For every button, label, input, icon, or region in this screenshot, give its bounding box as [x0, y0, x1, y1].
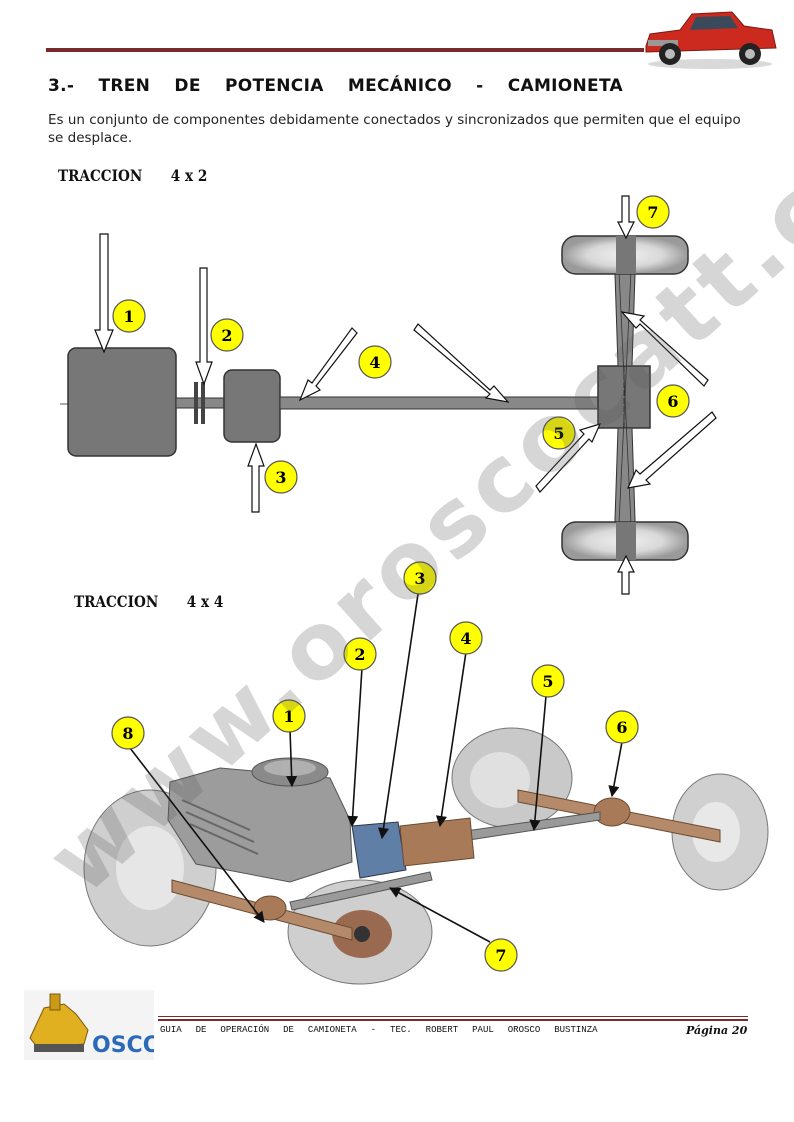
- company-logo: OSCO: [24, 990, 154, 1060]
- section-title-4x2: TRACCION 4 x 2: [58, 166, 207, 185]
- marker-4x4-2: 2: [343, 637, 377, 671]
- clutch-plate: [194, 382, 198, 424]
- truck-image: [645, 11, 777, 69]
- rear-differential: [593, 797, 631, 827]
- svg-text:OSCO: OSCO: [92, 1033, 154, 1058]
- transfer-case: [399, 817, 475, 867]
- svg-text:7: 7: [495, 946, 506, 965]
- svg-text:6: 6: [667, 392, 678, 411]
- marker-4x4-6: 6: [605, 710, 639, 744]
- footer-text: GUIA DE OPERACIÓN DE CAMIONETA - TEC. RO…: [160, 1024, 598, 1035]
- svg-text:4: 4: [460, 629, 471, 648]
- page-title: 3.- TREN DE POTENCIA MECÁNICO - CAMIONET…: [48, 76, 624, 96]
- svg-text:5: 5: [553, 424, 564, 443]
- svg-text:1: 1: [283, 707, 294, 726]
- svg-text:3: 3: [414, 569, 425, 588]
- footer-rule: [158, 1016, 748, 1017]
- section-4x2-value: 4 x 2: [170, 166, 208, 185]
- transmission-illustration: [351, 821, 407, 879]
- svg-text:3: 3: [275, 468, 286, 487]
- gearbox-block: [223, 369, 281, 443]
- diagram-4x2: [60, 195, 717, 595]
- svg-text:2: 2: [221, 326, 232, 345]
- footer-rule-2: [158, 1019, 748, 1021]
- marker-4x2-3: 3: [264, 460, 298, 494]
- section-4x4-label: TRACCION: [74, 592, 159, 611]
- svg-text:7: 7: [647, 203, 658, 222]
- marker-4x2-6: 6: [656, 384, 690, 418]
- marker-4x4-3: 3: [403, 561, 437, 595]
- engine-block: [67, 347, 177, 457]
- description-text: Es un conjunto de componentes debidament…: [48, 112, 741, 146]
- section-4x4-value: 4 x 4: [186, 592, 224, 611]
- marker-4x4-1: 1: [272, 699, 306, 733]
- svg-text:6: 6: [616, 718, 627, 737]
- driveshaft: [279, 396, 599, 410]
- diagram-4x4: [83, 593, 769, 985]
- svg-text:1: 1: [123, 307, 134, 326]
- section-title-4x4: TRACCION 4 x 4: [74, 592, 223, 611]
- marker-4x4-5: 5: [531, 664, 565, 698]
- svg-text:8: 8: [122, 724, 133, 743]
- markers: 1 2 3 4 5 6 7 1 2 3 4 5 6 7 8: [111, 195, 690, 972]
- marker-4x2-1: 1: [112, 299, 146, 333]
- marker-4x4-8: 8: [111, 716, 145, 750]
- svg-text:5: 5: [542, 672, 553, 691]
- marker-4x2-5: 5: [542, 416, 576, 450]
- svg-text:4: 4: [369, 353, 380, 372]
- marker-4x4-4: 4: [449, 621, 483, 655]
- marker-4x4-7: 7: [484, 938, 518, 972]
- header-rule: [46, 48, 644, 52]
- page-number: Página 20: [686, 1024, 748, 1037]
- front-driveshaft: [289, 871, 433, 911]
- svg-text:2: 2: [354, 645, 365, 664]
- marker-4x2-2: 2: [210, 318, 244, 352]
- section-4x2-label: TRACCION: [58, 166, 143, 185]
- marker-4x2-4: 4: [358, 345, 392, 379]
- marker-4x2-7: 7: [636, 195, 670, 229]
